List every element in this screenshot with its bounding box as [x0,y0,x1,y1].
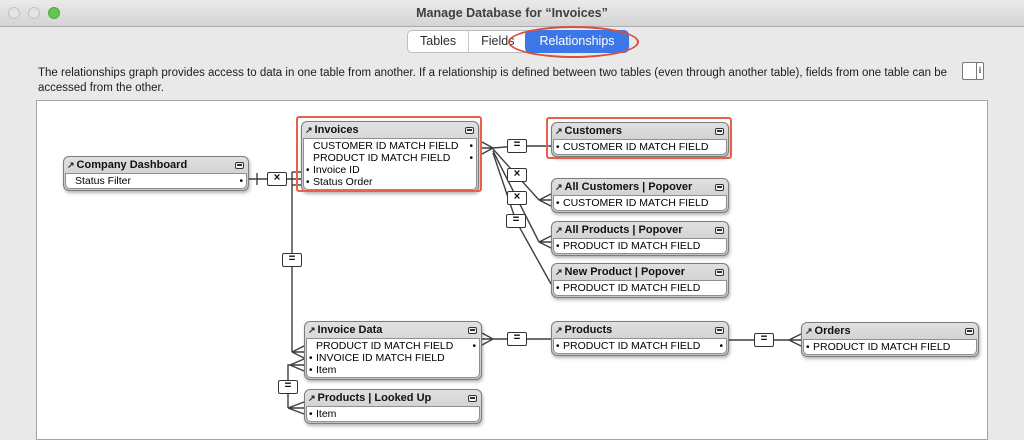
field-row[interactable]: •CUSTOMER ID MATCH FIELD [556,141,709,153]
operator-invoice-data-products[interactable]: = [507,332,527,346]
field-row[interactable]: •CUSTOMER ID MATCH FIELD [556,197,709,209]
tab-tables[interactable]: Tables [420,34,457,48]
operator-invoices-all-customers[interactable]: × [507,168,527,182]
collapse-table-icon[interactable] [715,268,724,276]
table-customers[interactable]: ↗Customers •CUSTOMER ID MATCH FIELD [551,122,729,157]
table-name: Products [564,324,613,336]
field-row[interactable]: •PRODUCT ID MATCH FIELD [556,282,701,294]
field-row[interactable]: PRODUCT ID MATCH FIELD• [313,152,473,164]
table-name: Orders [814,325,851,337]
minimize-button[interactable] [28,7,40,19]
collapse-table-icon[interactable] [715,226,724,234]
close-button[interactable] [8,7,20,19]
table-name: Invoices [314,124,359,136]
table-arrow-icon: ↗ [67,159,75,170]
table-all-customers-popover[interactable]: ↗All Customers | Popover •CUSTOMER ID MA… [551,178,729,213]
field-row[interactable]: •INVOICE ID MATCH FIELD [309,352,445,364]
relationships-description: The relationships graph provides access … [38,67,948,94]
field-row[interactable]: •Status Order [306,176,373,188]
table-arrow-icon: ↗ [305,124,313,135]
operator-invoices-all-products[interactable]: × [507,191,527,205]
relationship-graph-canvas[interactable]: ↗Company Dashboard Status Filter• ↗Invoi… [36,100,988,440]
table-arrow-icon: ↗ [805,325,813,336]
field-row[interactable]: •PRODUCT ID MATCH FIELD [806,341,951,353]
operator-dashboard-invoices[interactable]: × [267,172,287,186]
window-title: Manage Database for “Invoices” [416,6,608,20]
table-all-products-popover[interactable]: ↗All Products | Popover •PRODUCT ID MATC… [551,221,729,256]
table-arrow-icon: ↗ [555,181,563,192]
database-tabs: Tables Fields Relationships [407,30,629,53]
table-products[interactable]: ↗Products •PRODUCT ID MATCH FIELD• [551,321,729,356]
table-name: All Customers | Popover [564,181,693,193]
collapse-table-icon[interactable] [715,183,724,191]
operator-products-orders[interactable]: = [754,333,774,347]
collapse-table-icon[interactable] [235,161,244,169]
operator-invoices-new-product[interactable]: = [506,214,526,228]
collapse-table-icon[interactable] [715,326,724,334]
table-products-looked-up[interactable]: ↗Products | Looked Up •Item [304,389,482,424]
table-name: Invoice Data [317,324,383,336]
operator-invoices-invoice-data[interactable]: = [282,253,302,267]
operator-invoices-customers[interactable]: = [507,139,527,153]
collapse-table-icon[interactable] [465,126,474,134]
field-row[interactable]: PRODUCT ID MATCH FIELD• [316,340,476,352]
table-company-dashboard[interactable]: ↗Company Dashboard Status Filter• [63,156,249,191]
info-pane-icon: i [962,62,984,80]
tab-relationships[interactable]: Relationships [525,30,629,53]
table-new-product-popover[interactable]: ↗New Product | Popover •PRODUCT ID MATCH… [551,263,729,298]
operator-invoice-data-looked-up[interactable]: = [278,380,298,394]
table-name: Customers [564,125,623,137]
collapse-table-icon[interactable] [965,327,974,335]
table-arrow-icon: ↗ [555,125,563,136]
table-orders[interactable]: ↗Orders •PRODUCT ID MATCH FIELD [801,322,979,357]
collapse-table-icon[interactable] [468,326,477,334]
table-arrow-icon: ↗ [555,266,563,277]
table-name: New Product | Popover [564,266,685,278]
zoom-button[interactable] [48,7,60,19]
field-row[interactable]: •PRODUCT ID MATCH FIELD [556,240,701,252]
collapse-table-icon[interactable] [715,127,724,135]
table-invoice-data[interactable]: ↗Invoice Data PRODUCT ID MATCH FIELD• •I… [304,321,482,380]
table-arrow-icon: ↗ [308,392,316,403]
field-row[interactable]: •Item [309,408,337,420]
field-row[interactable]: •Item [309,364,337,376]
table-arrow-icon: ↗ [555,224,563,235]
table-name: Products | Looked Up [317,392,432,404]
tab-fields[interactable]: Fields [468,31,526,52]
title-bar: Manage Database for “Invoices” [0,0,1024,27]
table-name: Company Dashboard [76,159,188,171]
table-name: All Products | Popover [564,224,683,236]
info-panel-button[interactable]: i [962,62,992,88]
table-arrow-icon: ↗ [308,324,316,335]
field-row[interactable]: CUSTOMER ID MATCH FIELD• [313,140,473,152]
collapse-table-icon[interactable] [468,394,477,402]
field-row[interactable]: •PRODUCT ID MATCH FIELD• [556,340,723,352]
table-invoices[interactable]: ↗Invoices CUSTOMER ID MATCH FIELD• PRODU… [301,121,479,192]
table-arrow-icon: ↗ [555,324,563,335]
field-row[interactable]: •Invoice ID [306,164,360,176]
field-row[interactable]: Status Filter• [75,175,243,187]
